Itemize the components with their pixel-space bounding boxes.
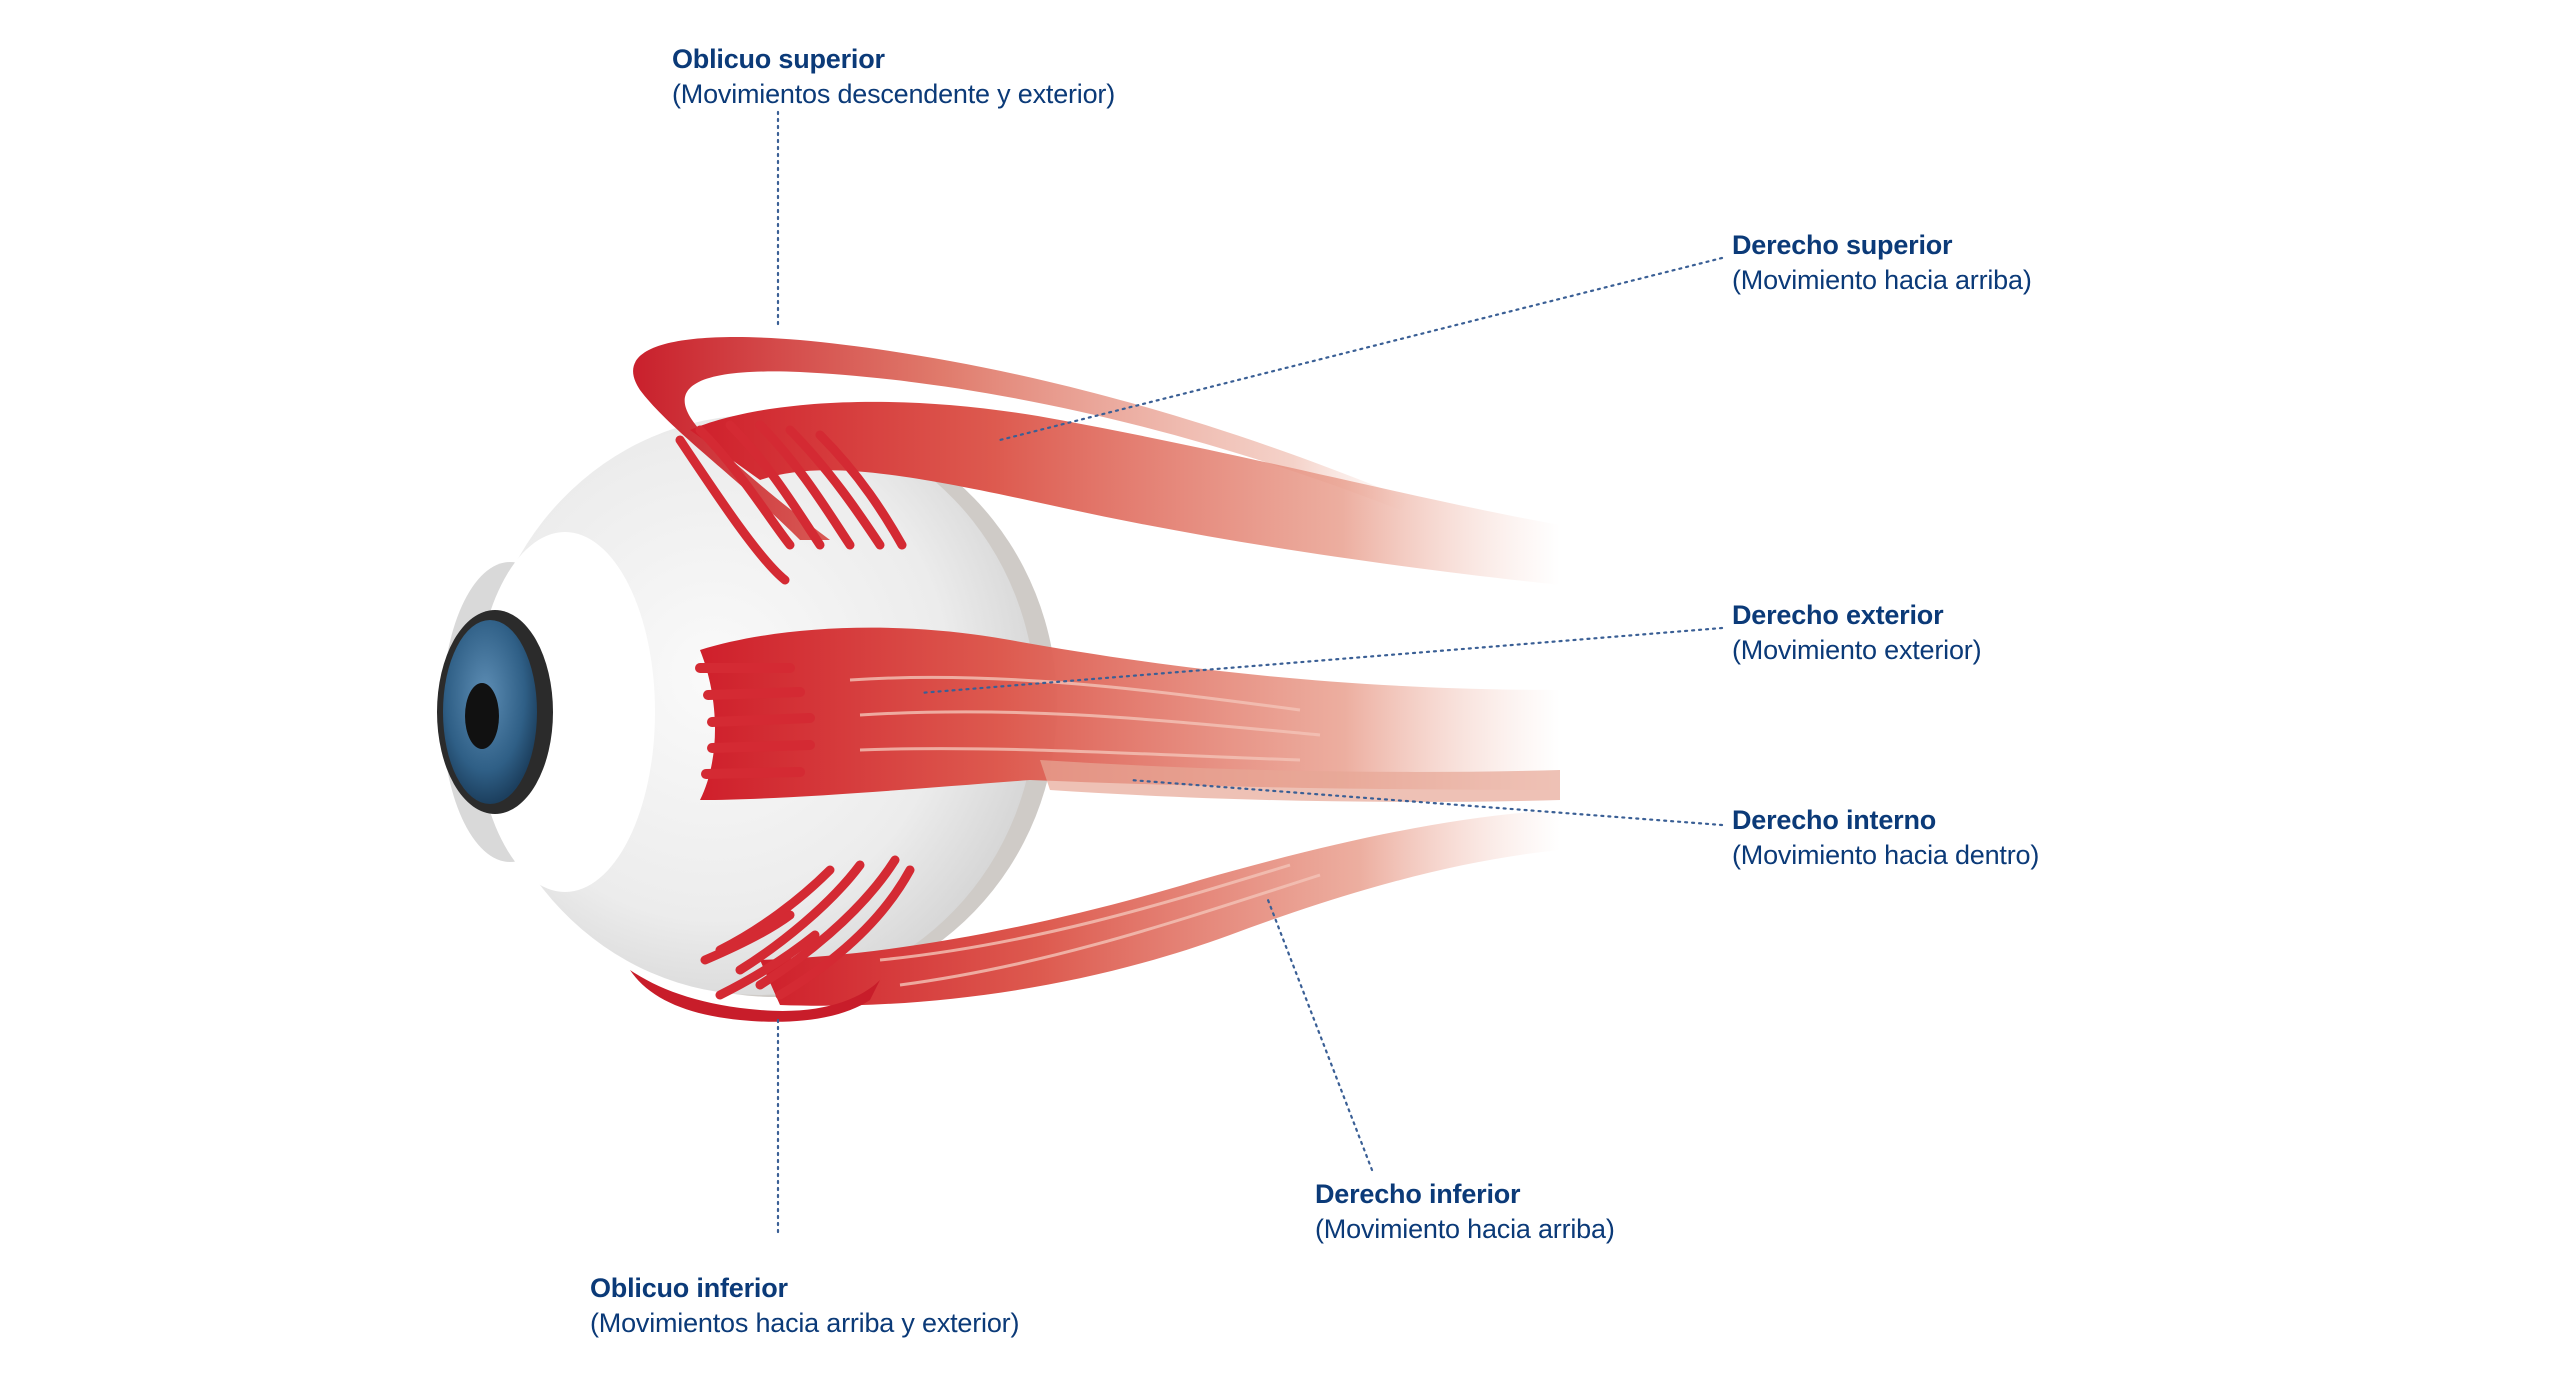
label-title: Derecho inferior (1315, 1179, 1521, 1209)
label-derecho-inferior: Derecho inferior (Movimiento hacia arrib… (1315, 1177, 1615, 1247)
label-title: Oblicuo inferior (590, 1273, 788, 1303)
label-description: (Movimientos descendente y exterior) (672, 79, 1115, 110)
pupil (465, 683, 499, 749)
label-derecho-interno: Derecho interno (Movimiento hacia dentro… (1732, 803, 2039, 873)
leader-derecho-interno (1128, 778, 1724, 827)
label-title: Derecho interno (1732, 805, 1937, 835)
lateral-tendon-fibers (695, 663, 815, 779)
inferior-oblique-muscle (630, 970, 880, 1022)
superior-rectus-muscle (690, 401, 1560, 585)
label-oblicuo-inferior: Oblicuo inferior (Movimientos hacia arri… (590, 1271, 1019, 1341)
label-derecho-exterior: Derecho exterior (Movimiento exterior) (1732, 598, 1982, 668)
leader-derecho-inferior (1266, 898, 1374, 1172)
label-description: (Movimiento hacia dentro) (1732, 840, 2040, 871)
label-title: Derecho superior (1732, 230, 1953, 260)
label-description: (Movimiento hacia arriba) (1732, 265, 2032, 296)
inferior-rectus-muscle (760, 810, 1560, 1006)
label-title: Oblicuo superior (672, 44, 885, 74)
label-description: (Movimiento hacia arriba) (1315, 1214, 1615, 1245)
leader-lines (776, 110, 1724, 1237)
label-description: (Movimientos hacia arriba y exterior) (590, 1308, 1020, 1339)
label-title: Derecho exterior (1732, 600, 1944, 630)
label-oblicuo-superior: Oblicuo superior (Movimientos descendent… (672, 42, 1115, 112)
medial-rectus-muscle (1040, 760, 1560, 802)
leader-derecho-superior (998, 256, 1724, 442)
label-description: (Movimiento exterior) (1732, 635, 1982, 666)
lateral-rectus-muscle (700, 627, 1560, 800)
inferior-highlight-lines (879, 863, 1321, 987)
superior-tendon-fibers (675, 420, 907, 585)
inferior-tendon-fibers (700, 855, 915, 1000)
leader-derecho-exterior (918, 626, 1724, 695)
superior-oblique-muscle (633, 337, 1410, 540)
label-derecho-superior: Derecho superior (Movimiento hacia arrib… (1732, 228, 2032, 298)
lateral-highlight-lines (849, 675, 1321, 762)
